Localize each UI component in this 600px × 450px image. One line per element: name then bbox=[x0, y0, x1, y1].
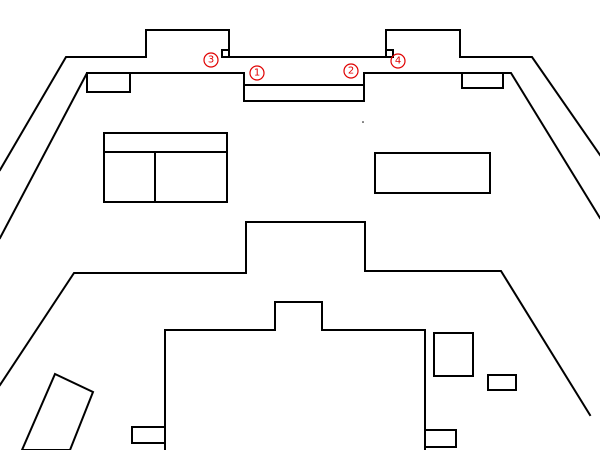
lower-central-wall bbox=[164, 301, 426, 450]
notch-right bbox=[385, 49, 394, 58]
right-square bbox=[433, 332, 474, 377]
corner-box-left bbox=[86, 72, 131, 93]
lower-left-box bbox=[131, 426, 166, 444]
right-room-block bbox=[374, 152, 491, 194]
angled-plank bbox=[20, 372, 95, 450]
marker-2: 2 bbox=[343, 63, 359, 79]
marker-4-label: 4 bbox=[395, 56, 401, 67]
marker-1-label: 1 bbox=[254, 68, 260, 79]
outer-walls bbox=[0, 29, 600, 240]
marker-1-circle bbox=[249, 65, 265, 81]
corner-box-right bbox=[461, 72, 504, 89]
right-small-rect bbox=[487, 374, 517, 391]
marker-3: 3 bbox=[203, 52, 219, 68]
top-notches bbox=[221, 49, 394, 58]
middle-wall bbox=[0, 221, 592, 417]
marker-1: 1 bbox=[249, 65, 265, 81]
marker-3-label: 3 bbox=[208, 55, 214, 66]
inner-top-wall bbox=[0, 72, 600, 240]
marker-3-circle bbox=[203, 52, 219, 68]
center-dot bbox=[362, 121, 364, 123]
marker-2-circle bbox=[343, 63, 359, 79]
notch-left bbox=[221, 49, 230, 58]
marker-4: 4 bbox=[390, 53, 406, 69]
left-block-body bbox=[103, 151, 228, 203]
top-outline bbox=[0, 29, 600, 172]
marker-4-circle bbox=[390, 53, 406, 69]
marker-2-label: 2 bbox=[348, 66, 354, 77]
left-block-header bbox=[103, 132, 228, 153]
lower-right-box bbox=[424, 429, 457, 448]
left-room-block bbox=[103, 132, 228, 203]
